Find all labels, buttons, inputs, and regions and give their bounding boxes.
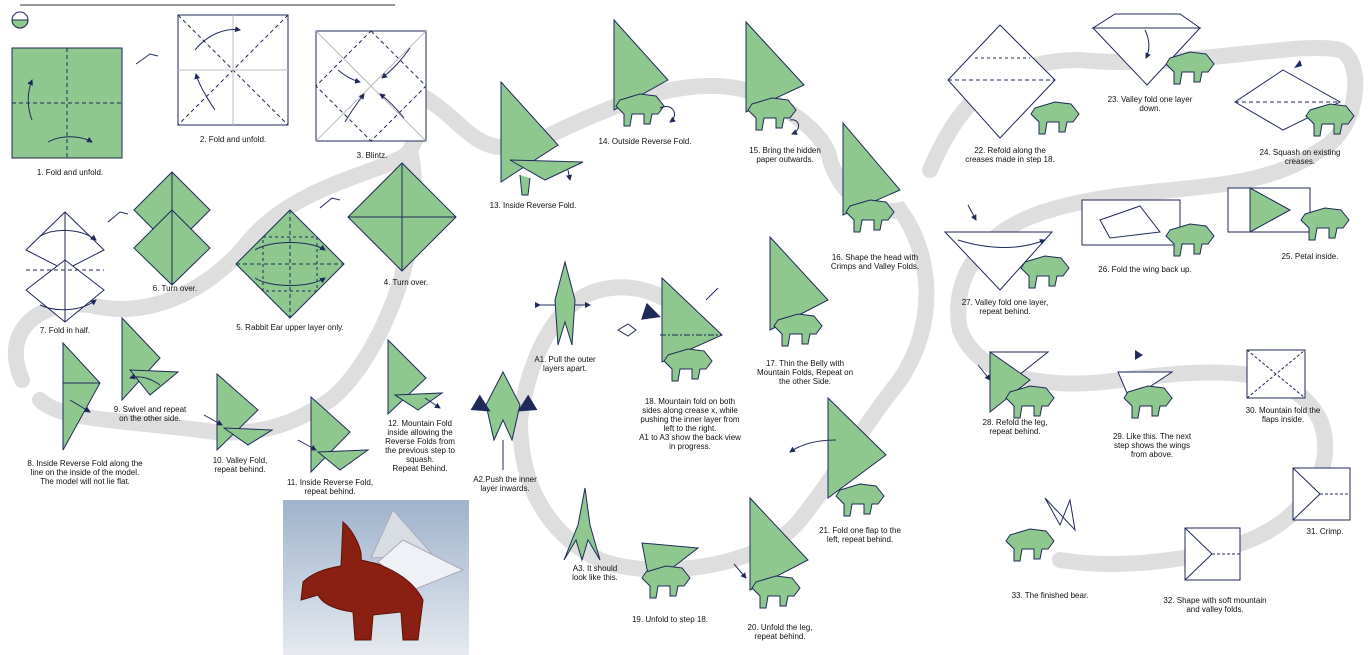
step-22-figure bbox=[947, 24, 1080, 139]
step-24-figure bbox=[1234, 60, 1355, 137]
caption-step-4: 4. Turn over. bbox=[383, 278, 429, 287]
step-4-figure bbox=[319, 162, 457, 272]
caption-step-15: 15. Bring the hidden paper outwards. bbox=[749, 146, 821, 164]
step-10-figure bbox=[203, 372, 274, 452]
caption-step-3: 3. Blintz. bbox=[356, 151, 388, 160]
caption-step-a1: A1. Pull the outer layers apart. bbox=[534, 355, 596, 373]
caption-step-1: 1. Fold and unfold. bbox=[36, 168, 104, 177]
caption-step-22: 22. Refold along the creases made in ste… bbox=[965, 146, 1055, 164]
caption-step-a2: A2.Push the inner layer inwards. bbox=[473, 475, 537, 493]
step-16-figure bbox=[842, 121, 901, 233]
step-17-figure bbox=[769, 235, 829, 347]
step-30-figure bbox=[1246, 349, 1306, 399]
caption-step-8: 8. Inside Reverse Fold along the line on… bbox=[27, 459, 143, 486]
step-26-figure bbox=[1081, 199, 1215, 257]
step-19-figure bbox=[641, 542, 700, 599]
step-20-figure bbox=[733, 496, 809, 609]
caption-step-28: 28. Refold the leg, repeat behind. bbox=[982, 418, 1048, 436]
caption-step-6: 6. Turn over. bbox=[152, 284, 198, 293]
caption-step-30: 30. Mountain fold the flaps inside. bbox=[1245, 406, 1321, 424]
caption-step-20: 20. Unfold the leg, repeat behind. bbox=[747, 623, 813, 641]
finished-bear-photo bbox=[283, 500, 469, 655]
caption-step-9: 9. Swivel and repeat on the other side. bbox=[113, 405, 187, 423]
step-12-figure bbox=[387, 338, 444, 416]
caption-step-10: 10. Valley Fold, repeat behind. bbox=[212, 456, 268, 474]
caption-step-23: 23. Valley fold one layer down. bbox=[1107, 95, 1193, 113]
step-5-figure bbox=[235, 209, 345, 319]
top-left-symbol bbox=[11, 4, 395, 29]
step-3-figure bbox=[315, 30, 427, 142]
step-1-figure bbox=[11, 47, 159, 159]
step-2-figure bbox=[177, 14, 289, 126]
caption-step-26: 26. Fold the wing back up. bbox=[1098, 265, 1192, 274]
caption-step-5: 5. Rabbit Ear upper layer only. bbox=[236, 323, 344, 332]
caption-step-24: 24. Squash on existing creases. bbox=[1259, 148, 1341, 166]
step-33-figure bbox=[1005, 497, 1076, 562]
step-a1-figure bbox=[535, 260, 591, 346]
step-a2-figure bbox=[470, 370, 538, 470]
caption-step-17: 17. Thin the Belly with Mountain Folds, … bbox=[756, 359, 854, 386]
caption-step-21: 21. Fold one flap to the left, repeat be… bbox=[819, 526, 901, 544]
step-15-figure bbox=[745, 20, 805, 135]
caption-step-29: 29. Like this. The next step shows the w… bbox=[1112, 432, 1192, 459]
caption-step-14: 14. Outside Reverse Fold. bbox=[598, 137, 692, 146]
caption-step-12: 12. Mountain Fold inside allowing the Re… bbox=[385, 419, 455, 473]
step-11-figure bbox=[297, 395, 370, 474]
caption-step-18: 18. Mountain fold on both sides along cr… bbox=[639, 397, 741, 451]
caption-step-7: 7. Fold in half. bbox=[39, 326, 91, 335]
step-28-figure bbox=[977, 351, 1055, 419]
step-8-figure bbox=[62, 341, 101, 451]
caption-step-31: 31. Crimp. bbox=[1306, 527, 1344, 536]
step-21-figure bbox=[789, 396, 887, 517]
step-27-figure bbox=[943, 204, 1070, 291]
caption-step-2: 2. Fold and unfold. bbox=[199, 135, 267, 144]
caption-step-32: 32. Shape with soft mountain and valley … bbox=[1163, 596, 1267, 614]
step-13-figure bbox=[500, 80, 584, 196]
step-18-figure bbox=[617, 276, 723, 382]
caption-step-13: 13. Inside Reverse Fold. bbox=[489, 201, 577, 210]
step-31-figure bbox=[1292, 467, 1351, 521]
step-6-figure bbox=[107, 171, 211, 286]
step-7-figure bbox=[25, 211, 105, 323]
step-a3-figure bbox=[563, 487, 601, 562]
step-25-figure bbox=[1227, 187, 1350, 241]
step-9-figure bbox=[121, 316, 180, 402]
step-14-figure bbox=[613, 18, 676, 127]
caption-step-27: 27. Valley fold one layer, repeat behind… bbox=[961, 298, 1049, 316]
caption-step-33: 33. The finished bear. bbox=[1011, 591, 1089, 600]
step-32-figure bbox=[1184, 527, 1241, 581]
step-29-figure bbox=[1117, 350, 1174, 419]
caption-step-25: 25. Petal inside. bbox=[1281, 252, 1339, 261]
step-23-figure bbox=[1091, 13, 1215, 86]
caption-step-16: 16. Shape the head with Crimps and Valle… bbox=[830, 253, 920, 271]
caption-step-11: 11. Inside Reverse Fold, repeat behind. bbox=[286, 478, 374, 496]
caption-step-19: 19. Unfold to step 18. bbox=[631, 615, 709, 624]
caption-step-a3: A3. It should look like this. bbox=[572, 564, 618, 582]
